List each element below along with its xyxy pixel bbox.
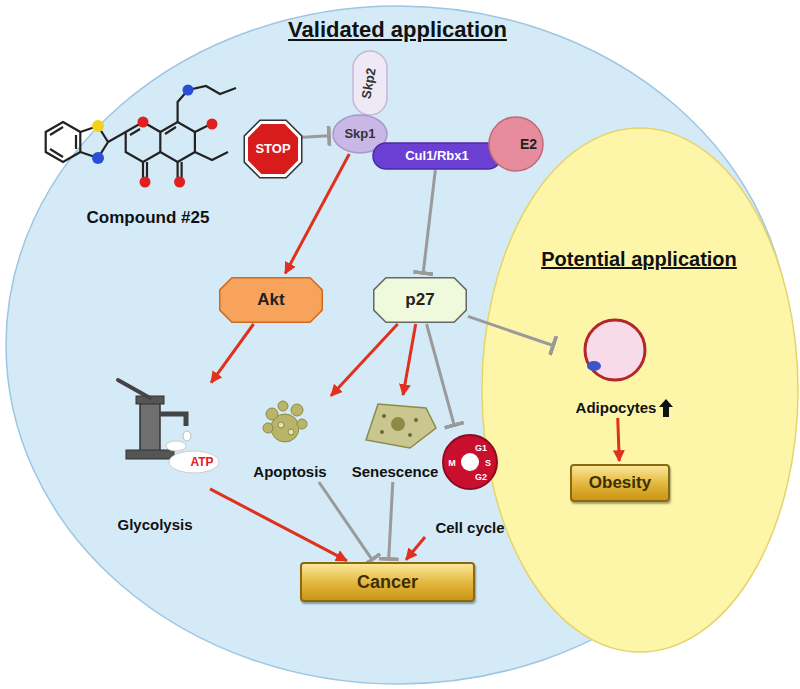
atom-dots — [92, 85, 218, 188]
inhibition-line — [319, 482, 372, 560]
cul1-rbx1-subunit-text: Cul1/Rbx1 — [405, 149, 469, 164]
compound-structure — [46, 86, 236, 180]
senescence-illustration — [366, 404, 436, 448]
apoptosis-figure: Apoptosis — [240, 398, 340, 482]
phase-label: S — [485, 459, 491, 468]
outcome-box: Cancer — [300, 562, 475, 602]
senescence-figure: Senescence — [344, 398, 447, 482]
phase-label: G1 — [475, 444, 487, 453]
adipocyte-figure-text: Adipocytes — [576, 399, 657, 416]
adipocyte-illustration — [585, 320, 645, 380]
inhibition-line — [427, 324, 455, 425]
activation-arrow — [403, 324, 416, 395]
activation-arrow — [331, 324, 398, 396]
akt-octagon: Akt — [218, 276, 324, 324]
compound-figure-text: Compound #25 — [87, 208, 210, 228]
phase-label: M — [448, 459, 456, 468]
inhibition-line — [423, 170, 435, 273]
glycolysis-figure-text: Glycolysis — [117, 516, 192, 533]
activation-arrow — [210, 489, 347, 561]
validated-region: Validated applicationCompound #25 STOP Skp… — [5, 5, 790, 684]
cell-cycle-figure-text: Cell cycle — [435, 519, 504, 536]
p27-octagon: p27 — [372, 276, 468, 324]
outcome-box-text: Cancer — [357, 572, 418, 593]
apoptosis-figure-text: Apoptosis — [253, 463, 326, 480]
outcome-box: Obesity — [570, 464, 670, 502]
stop-sign-text: STOP — [255, 142, 290, 157]
potential-region-text: Potential application — [541, 248, 737, 271]
inhibition-line — [468, 316, 553, 345]
activation-arrow — [211, 324, 253, 383]
skp2-subunit: Skp2 — [352, 50, 388, 116]
adipocyte-figure: Adipocytes — [556, 316, 676, 418]
cell-cycle-figure: Cell cycle — [425, 428, 515, 538]
potential-region — [482, 128, 798, 652]
increase-arrow — [659, 399, 673, 417]
e2-enzyme: E2 — [488, 116, 544, 172]
compound-figure: Compound #25 — [28, 62, 268, 230]
activation-arrow — [285, 154, 349, 273]
validated-region-text: Validated application — [288, 17, 507, 42]
stop-sign: STOP — [244, 120, 302, 178]
phase-label: G2 — [475, 473, 487, 482]
e2-enzyme-text: E2 — [520, 136, 537, 152]
senescence-figure-text: Senescence — [352, 463, 439, 480]
cul1-rbx1-subunit: Cul1/Rbx1 — [372, 142, 502, 170]
p27-octagon-text: p27 — [405, 290, 434, 310]
skp1-subunit-text: Skp1 — [344, 127, 375, 142]
cell-cycle-ring — [443, 435, 497, 489]
molecule-label: ATP — [190, 456, 213, 468]
activation-arrow — [618, 418, 619, 461]
pump-illustration — [118, 380, 219, 473]
inhibition-line — [389, 482, 393, 559]
apoptosis-illustration — [263, 401, 307, 442]
activation-arrow — [406, 537, 425, 560]
potential-region: Potential applicationAdipocytesObesity — [482, 128, 796, 652]
akt-octagon-text: Akt — [257, 290, 284, 310]
outcome-box-text: Obesity — [589, 473, 651, 493]
